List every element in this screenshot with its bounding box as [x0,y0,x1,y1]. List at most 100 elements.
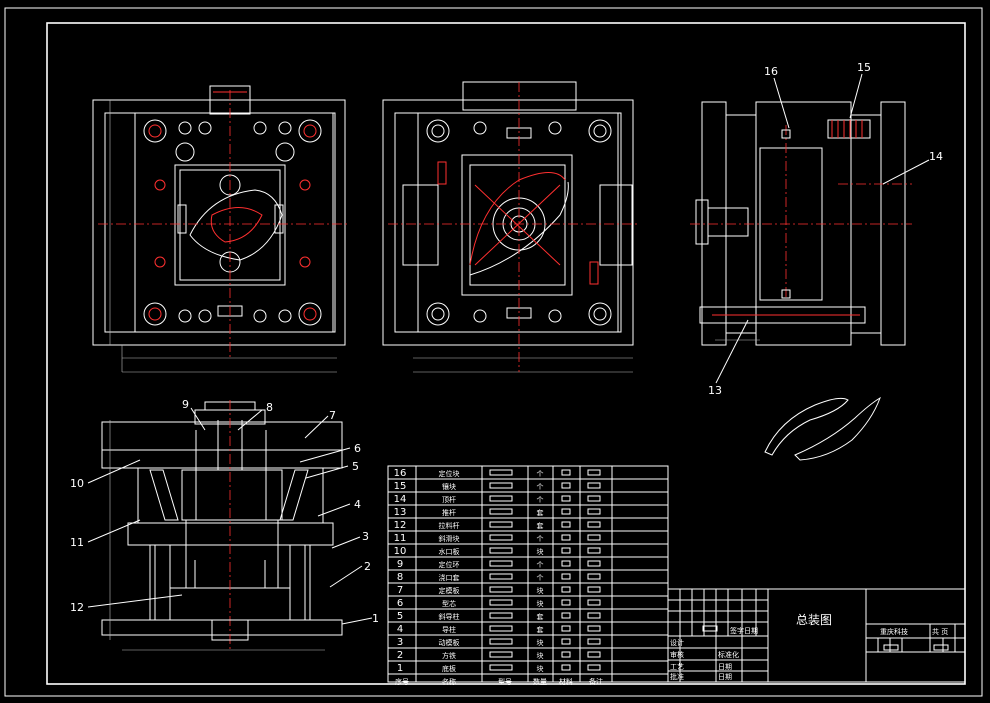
bom-row-no: 9 [397,559,403,570]
label-date3: 日期 [718,673,732,681]
bom-row-material [587,495,601,502]
bom-row-name: 水口板 [439,547,460,556]
callout-14: 14 [929,150,943,163]
bom-row-qty: 套 [537,625,544,634]
bom-row-material [587,651,601,658]
bom-row-count [561,638,571,645]
bom-row-count [561,482,571,489]
callout-9: 9 [182,398,189,411]
bom-row-count [561,560,571,567]
plan-view-middle [382,81,640,373]
bom-row-name: 底板 [442,664,456,673]
bom-row-material [587,599,601,606]
bom-row-spec [489,573,513,580]
bom-row-material [587,547,601,554]
bom-row-qty: 套 [537,508,544,517]
label-approve: 批准 [670,672,684,681]
bom-row-count [561,534,571,541]
bom-row-spec [489,482,513,489]
bom-row-qty: 套 [537,521,544,530]
label-company: 重庆科技 [880,627,908,636]
bom-row-spec [489,534,513,541]
bom-row-qty: 个 [537,574,544,582]
bom-row-spec [489,638,513,645]
inner-frame [46,22,966,685]
callout-1: 1 [372,612,379,625]
bom-row-count [561,495,571,502]
label-standardize: 标准化 [718,650,739,659]
bom-row-count [561,586,571,593]
bom-row-material [587,625,601,632]
bom-row-no: 6 [397,598,403,609]
bom-row-spec [489,599,513,606]
callout-7: 7 [329,409,336,422]
bom-row-count [561,573,571,580]
bom-row-name: 定位环 [439,560,460,569]
title-block: 总装图 签字 日期 设计 审核 工艺 批准 标准化 日期 日期 重庆科技 共 页 [667,588,966,683]
bom-row-material [587,586,601,593]
callout-11: 11 [70,536,84,549]
callout-12: 12 [70,601,84,614]
bom-row-count [561,625,571,632]
bom-row-qty: 个 [537,561,544,569]
label-process: 工艺 [670,663,684,671]
bom-row-name: 斜滑块 [439,534,460,543]
callout-2: 2 [364,560,371,573]
bom-row-qty: 个 [537,496,544,504]
bom-row-name: 定模板 [439,586,460,595]
label-review: 审核 [670,650,684,659]
bom-row-name: 推杆 [442,508,456,517]
bom-row-no: 11 [394,533,407,544]
bom-row-count [561,651,571,658]
bom-row-spec [489,586,513,593]
bom-row-no: 14 [394,494,407,505]
label-design: 设计 [670,638,684,647]
bom-header-2: 型号 [498,677,512,686]
bom-row-name: 型芯 [442,599,456,608]
bom-row-count [561,547,571,554]
bom-row-no: 4 [397,624,403,635]
plan-view-left [92,85,350,373]
bom-row-name: 斜导柱 [439,612,460,621]
bom-row-spec [489,521,513,528]
callout-4: 4 [354,498,361,511]
bom-row-name: 浇口套 [439,573,460,582]
bom-row-qty: 个 [537,483,544,491]
callout-8: 8 [266,401,273,414]
callout-10: 10 [70,477,84,490]
bom-row-qty: 套 [537,612,544,621]
drawing-title: 总装图 [796,613,832,627]
bom-row-material [587,534,601,541]
bom-row-material [587,573,601,580]
bom-row-material [587,482,601,489]
callout-leaders [87,73,930,625]
bom-row-count [561,599,571,606]
bom-row-name: 拉料杆 [439,521,460,530]
bom-row-name: 镶块 [442,482,456,491]
bom-row-spec [489,547,513,554]
callout-3: 3 [362,530,369,543]
bom-row-name: 方铁 [442,651,456,660]
bom-row-material [587,508,601,515]
bom-row-count [561,664,571,671]
bom-row-spec [489,612,513,619]
bom-row-spec [489,651,513,658]
bom-row-spec [489,508,513,515]
bom-row-no: 1 [397,663,403,674]
bom-header-5: 备注 [589,677,603,686]
bom-header-1: 名称 [442,677,456,686]
bom-row-no: 3 [397,637,403,648]
bom-row-name: 定位块 [439,469,460,478]
callout-numbers: 1 2 3 4 5 6 7 8 9 10 11 12 13 14 15 16 [70,61,943,625]
callout-6: 6 [354,442,361,455]
bom-header-3: 数量 [533,677,547,686]
bom-row-qty: 块 [537,664,544,673]
bom-row-no: 2 [397,650,403,661]
product-part-sketch [764,396,881,461]
bom-header-0: 序号 [395,677,409,686]
bom-row-qty: 块 [537,547,544,556]
callout-5: 5 [352,460,359,473]
bom-header-4: 材料 [559,677,573,686]
